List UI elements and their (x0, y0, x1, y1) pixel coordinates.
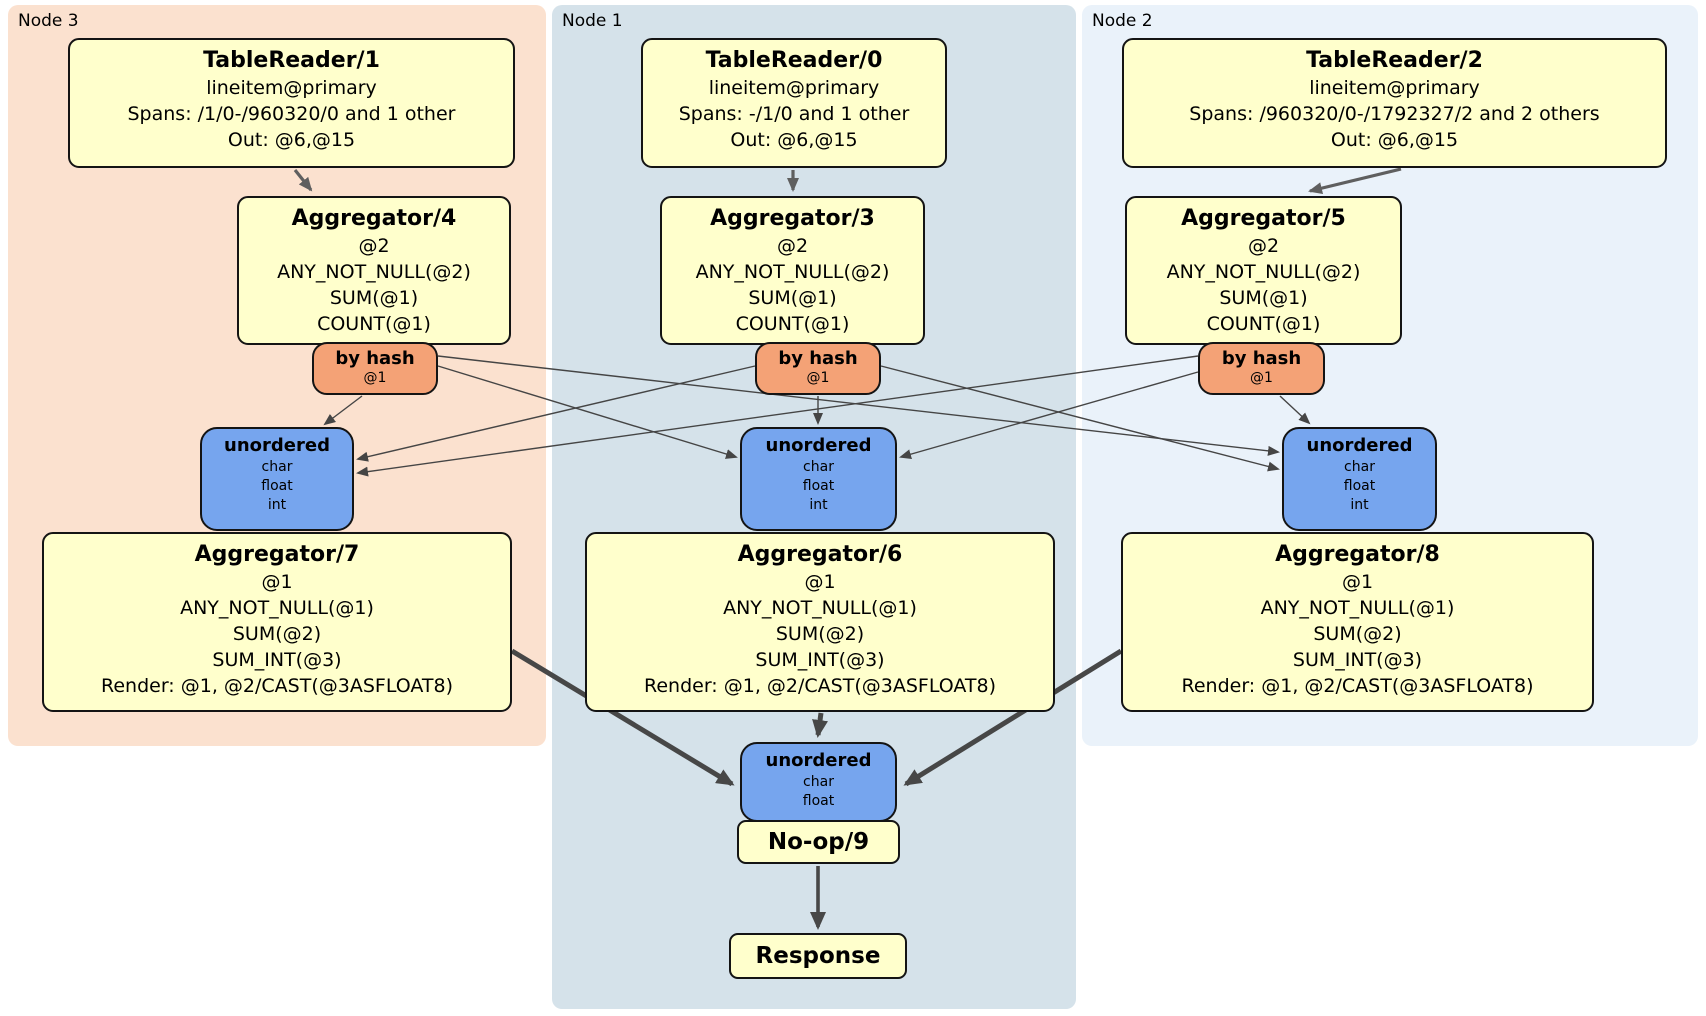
noop-9-box: No-op/9 (737, 820, 900, 864)
aggregator-7-groupcols: @1 (261, 571, 293, 593)
node3-unordered-sync: unordered char float int (200, 427, 354, 531)
aggregator-3-title: Aggregator/3 (710, 206, 875, 231)
response-box: Response (729, 933, 907, 979)
aggregator-5-fn2: SUM(@1) (1219, 287, 1308, 309)
aggregator-4-fn3: COUNT(@1) (317, 313, 431, 335)
aggregator-3-fn3: COUNT(@1) (735, 313, 850, 335)
aggregator-5-groupcols: @2 (1247, 235, 1280, 257)
aggregator-8-title: Aggregator/8 (1275, 542, 1440, 567)
tablereader-1-spans: Spans: /1/0-/960320/0 and 1 other (127, 103, 456, 125)
aggregator-4-fn1: ANY_NOT_NULL(@2) (277, 261, 471, 283)
node1-unordered-sync: unordered char float int (740, 427, 897, 531)
node3-sync-type-2: float (261, 478, 293, 494)
aggregator-6-fn1: ANY_NOT_NULL(@1) (723, 597, 917, 619)
aggregator-3-fn2: SUM(@1) (748, 287, 837, 309)
node2-unordered-sync: unordered char float int (1282, 427, 1437, 531)
aggregator-7-fn1: ANY_NOT_NULL(@1) (180, 597, 374, 619)
tablereader-0-out: Out: @6,@15 (730, 129, 858, 151)
aggregator-8-fn3: SUM_INT(@3) (1292, 649, 1423, 671)
tablereader-1-out: Out: @6,@15 (227, 129, 356, 151)
aggregator-7-fn3: SUM_INT(@3) (212, 649, 342, 671)
aggregator-7-title: Aggregator/7 (194, 542, 360, 567)
node3-unordered-sync-title: unordered (224, 435, 330, 456)
tablereader-1-box: TableReader/1 lineitem@primary Spans: /1… (68, 38, 515, 168)
aggregator-6-fn3: SUM_INT(@3) (755, 649, 885, 671)
tablereader-arrows (293, 167, 1402, 195)
router-stream-edges (323, 355, 1311, 477)
node2-label: Node 2 (1092, 11, 1153, 31)
aggregator-7-fn2: SUM(@2) (232, 623, 322, 645)
node1-hash-router-cols: @1 (806, 370, 830, 386)
final-unordered-sync-title: unordered (765, 750, 872, 771)
aggregator-7-box: Aggregator/7 @1 ANY_NOT_NULL(@1) SUM(@2)… (42, 532, 512, 712)
aggregator-5-box: Aggregator/5 @2 ANY_NOT_NULL(@2) SUM(@1)… (1125, 196, 1402, 345)
tablereader-2-index: lineitem@primary (1309, 77, 1480, 99)
tablereader-0-box: TableReader/0 lineitem@primary Spans: -/… (641, 38, 947, 168)
aggregator-6-fn2: SUM(@2) (775, 623, 865, 645)
tablereader-1-title: TableReader/1 (203, 48, 380, 73)
aggregator-3-fn1: ANY_NOT_NULL(@2) (695, 261, 890, 283)
aggregator-8-fn1: ANY_NOT_NULL(@1) (1260, 597, 1455, 619)
node1-hash-router: by hash @1 (755, 342, 881, 395)
node2-sync-type-2: float (1343, 478, 1376, 494)
aggregator-6-box: Aggregator/6 @1 ANY_NOT_NULL(@1) SUM(@2)… (585, 532, 1055, 712)
node2-hash-router-title: by hash (1221, 348, 1302, 369)
tablereader-2-box: TableReader/2 lineitem@primary Spans: /9… (1122, 38, 1667, 168)
node3-sync-type-3: int (267, 497, 287, 513)
aggregator-5-fn3: COUNT(@1) (1206, 313, 1321, 335)
node1-sync-type-3: int (809, 497, 828, 513)
aggregator-6-render: Render: @1, @2/CAST(@3ASFLOAT8) (644, 675, 996, 697)
tablereader-0-index: lineitem@primary (708, 77, 880, 99)
node2-hash-router-cols: @1 (1250, 370, 1273, 386)
aggregator-4-title: Aggregator/4 (291, 206, 457, 231)
node2-sync-type-3: int (1350, 497, 1369, 513)
tablereader-2-out: Out: @6,@15 (1330, 129, 1459, 151)
tablereader-0-spans: Spans: -/1/0 and 1 other (678, 103, 910, 125)
node3-sync-type-1: char (261, 459, 293, 475)
final-unordered-sync: unordered char float (740, 742, 897, 822)
aggregator-3-groupcols: @2 (776, 235, 809, 257)
node3-hash-router: by hash @1 (312, 342, 438, 395)
aggregator-5-fn1: ANY_NOT_NULL(@2) (1166, 261, 1361, 283)
aggregator-7-render: Render: @1, @2/CAST(@3ASFLOAT8) (101, 675, 453, 697)
aggregator-3-box: Aggregator/3 @2 ANY_NOT_NULL(@2) SUM(@1)… (660, 196, 925, 345)
node2-unordered-sync-title: unordered (1306, 435, 1413, 456)
aggregator-4-fn2: SUM(@1) (329, 287, 419, 309)
node1-unordered-sync-title: unordered (765, 435, 872, 456)
node3-label: Node 3 (18, 11, 79, 31)
aggregator-5-title: Aggregator/5 (1181, 206, 1346, 231)
node1-hash-router-title: by hash (778, 348, 858, 369)
tablereader-0-title: TableReader/0 (705, 48, 883, 73)
node1-sync-type-1: char (803, 459, 834, 475)
final-sync-type-2: float (802, 793, 835, 809)
noop-9-title: No-op/9 (767, 829, 870, 855)
final-sync-type-1: char (803, 774, 834, 790)
node2-sync-type-1: char (1344, 459, 1375, 475)
response-title: Response (755, 943, 881, 969)
aggregator-4-box: Aggregator/4 @2 ANY_NOT_NULL(@2) SUM(@1)… (237, 196, 511, 345)
node1-label: Node 1 (562, 11, 623, 31)
node1-sync-type-2: float (802, 478, 835, 494)
aggregator-8-fn2: SUM(@2) (1313, 623, 1402, 645)
node2-hash-router: by hash @1 (1198, 342, 1325, 395)
aggregator-8-groupcols: @1 (1341, 571, 1374, 593)
aggregator-6-title: Aggregator/6 (737, 542, 903, 567)
aggregator-8-render: Render: @1, @2/CAST(@3ASFLOAT8) (1181, 675, 1534, 697)
aggregator-4-groupcols: @2 (358, 235, 390, 257)
final-stream-arrows (510, 648, 1123, 787)
aggregator-6-groupcols: @1 (804, 571, 836, 593)
tablereader-2-title: TableReader/2 (1306, 48, 1483, 73)
tablereader-1-index: lineitem@primary (206, 77, 377, 99)
node3-hash-router-title: by hash (335, 348, 415, 369)
tablereader-2-spans: Spans: /960320/0-/1792327/2 and 2 others (1189, 103, 1600, 125)
node3-hash-router-cols: @1 (363, 370, 387, 386)
aggregator-8-box: Aggregator/8 @1 ANY_NOT_NULL(@1) SUM(@2)… (1121, 532, 1594, 712)
